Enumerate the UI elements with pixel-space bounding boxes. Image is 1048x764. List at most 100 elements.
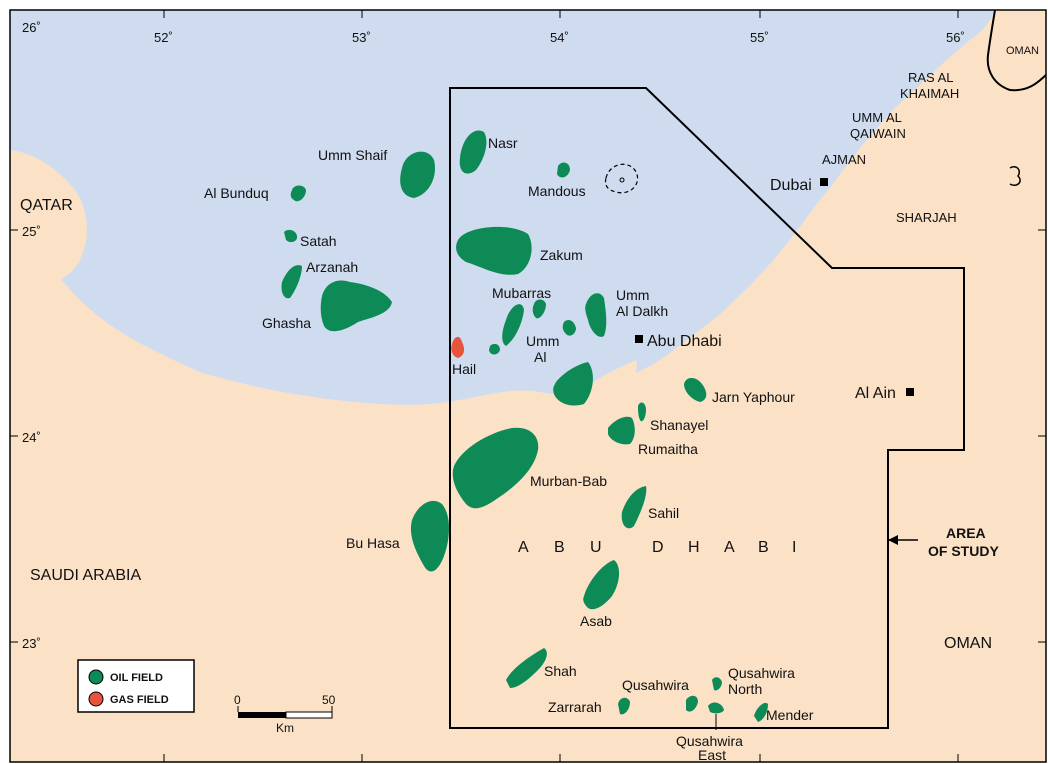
- label-mandous: Mandous: [528, 183, 586, 199]
- legend-oil-label: OIL FIELD: [110, 672, 163, 684]
- land-mainland: [10, 10, 1046, 762]
- label-qusahwira-north-1: Qusahwira: [728, 665, 795, 681]
- label-jarn-yaphour: Jarn Yaphour: [712, 389, 795, 405]
- label-mender: Mender: [766, 707, 814, 723]
- lat-tick-23: 23˚: [22, 636, 41, 651]
- oman-enclave: [1009, 165, 1021, 187]
- label-qusahwira-north-2: North: [728, 681, 762, 697]
- field-qusahwira: [686, 695, 698, 712]
- label-umm-al-qaiwain-2: QAIWAIN: [850, 126, 906, 141]
- label-ghasha: Ghasha: [262, 315, 311, 331]
- label-murban-bab: Murban-Bab: [530, 473, 607, 489]
- field-shah: [506, 648, 547, 688]
- field-umm-al-1: [562, 320, 576, 336]
- study-area-arrowhead: [888, 535, 898, 545]
- lat-tick-24: 24˚: [22, 430, 41, 445]
- field-sahil: [621, 486, 647, 529]
- label-hail: Hail: [452, 361, 476, 377]
- field-jarn-yaphour: [684, 378, 707, 402]
- legend: OIL FIELD GAS FIELD: [77, 659, 195, 713]
- scale-label-zero: 0: [234, 693, 241, 707]
- region-letter: B: [554, 539, 567, 556]
- label-rumaitha: Rumaitha: [638, 441, 698, 457]
- legend-oil-swatch: [88, 669, 104, 685]
- label-area-of-study-1: AREA: [946, 525, 986, 541]
- land-qatar: [10, 150, 87, 292]
- region-letter: U: [590, 539, 604, 556]
- label-oman-north: OMAN: [1006, 45, 1039, 57]
- label-saudi-arabia: SAUDI ARABIA: [30, 567, 141, 584]
- region-letter: A: [518, 539, 531, 556]
- field-qusahwira-north: [712, 677, 722, 691]
- mandous-marker: [619, 177, 625, 183]
- label-qatar: QATAR: [20, 197, 73, 214]
- city-dubai-marker: [820, 178, 828, 186]
- city-abu-dhabi-marker: [635, 335, 643, 343]
- map-frame: [9, 9, 1047, 763]
- lat-tick-25: 25˚: [22, 224, 41, 239]
- label-abu-dhabi-region: A B U D H A B I: [518, 539, 798, 556]
- field-umm-al-dalkh: [585, 293, 607, 337]
- grid-ticks: [10, 10, 1046, 762]
- label-umm-al-dalkh-2: Al Dalkh: [616, 303, 668, 319]
- label-ajman: AJMAN: [822, 152, 866, 167]
- field-nasr: [459, 130, 487, 174]
- field-al-bunduq: [290, 185, 306, 202]
- field-zarrarah: [618, 697, 630, 715]
- oman-border-north: [986, 9, 1047, 92]
- field-murban-bab: [452, 427, 539, 509]
- study-area-boundary: [449, 87, 965, 729]
- field-mandous: [557, 162, 570, 178]
- field-mubarras-2: [502, 304, 524, 346]
- lon-tick-55: 55˚: [750, 30, 769, 45]
- field-arzanah: [281, 265, 302, 299]
- field-umm-shaif: [400, 151, 436, 198]
- legend-gas-swatch: [88, 691, 104, 707]
- label-shah: Shah: [544, 663, 577, 679]
- scale-bar: 0 50 Km: [234, 693, 336, 735]
- label-umm-al-2: Al: [534, 349, 546, 365]
- field-rumaitha: [608, 416, 635, 445]
- label-sharjah: SHARJAH: [896, 210, 957, 225]
- scale-bar-light: [285, 711, 333, 719]
- region-letter: A: [724, 539, 737, 556]
- label-al-ain: Al Ain: [855, 385, 896, 402]
- field-qusahwira-east: [708, 702, 724, 714]
- label-mubarras: Mubarras: [492, 285, 551, 301]
- lon-tick-54: 54˚: [550, 30, 569, 45]
- region-letter: I: [792, 539, 798, 556]
- label-sahil: Sahil: [648, 505, 679, 521]
- region-letter: D: [652, 539, 666, 556]
- label-ras-al-khaimah-1: RAS AL: [908, 70, 954, 85]
- lon-tick-52: 52˚: [154, 30, 173, 45]
- field-mender: [754, 702, 768, 722]
- field-ghasha: [320, 280, 392, 332]
- lon-tick-56: 56˚: [946, 30, 965, 45]
- label-nasr: Nasr: [488, 135, 518, 151]
- island-abu-dhabi: [586, 360, 638, 397]
- lat-tick-26: 26˚: [22, 20, 41, 35]
- region-letter: H: [688, 539, 702, 556]
- label-qusahwira-east-1: Qusahwira: [676, 733, 743, 749]
- field-shanayel: [638, 402, 646, 422]
- region-letter: B: [758, 539, 771, 556]
- field-mubarras-1: [532, 299, 546, 319]
- scale-label-fifty: 50: [322, 693, 336, 707]
- label-qusahwira: Qusahwira: [622, 677, 689, 693]
- label-umm-shaif: Umm Shaif: [318, 147, 387, 163]
- field-satah: [284, 229, 298, 243]
- label-ras-al-khaimah-2: KHAIMAH: [900, 86, 959, 101]
- label-umm-al-qaiwain-1: UMM AL: [852, 110, 902, 125]
- label-area-of-study-2: OF STUDY: [928, 543, 999, 559]
- field-abu-dhabi-island: [553, 362, 593, 406]
- lon-tick-53: 53˚: [352, 30, 371, 45]
- label-umm-al-1: Umm: [526, 333, 559, 349]
- oil-fields: [281, 130, 768, 722]
- label-satah: Satah: [300, 233, 337, 249]
- label-zakum: Zakum: [540, 247, 583, 263]
- mandous-dashed-outline: [604, 163, 639, 194]
- legend-gas-label: GAS FIELD: [110, 694, 169, 706]
- field-umm-al-2: [489, 343, 500, 355]
- label-arzanah: Arzanah: [306, 259, 358, 275]
